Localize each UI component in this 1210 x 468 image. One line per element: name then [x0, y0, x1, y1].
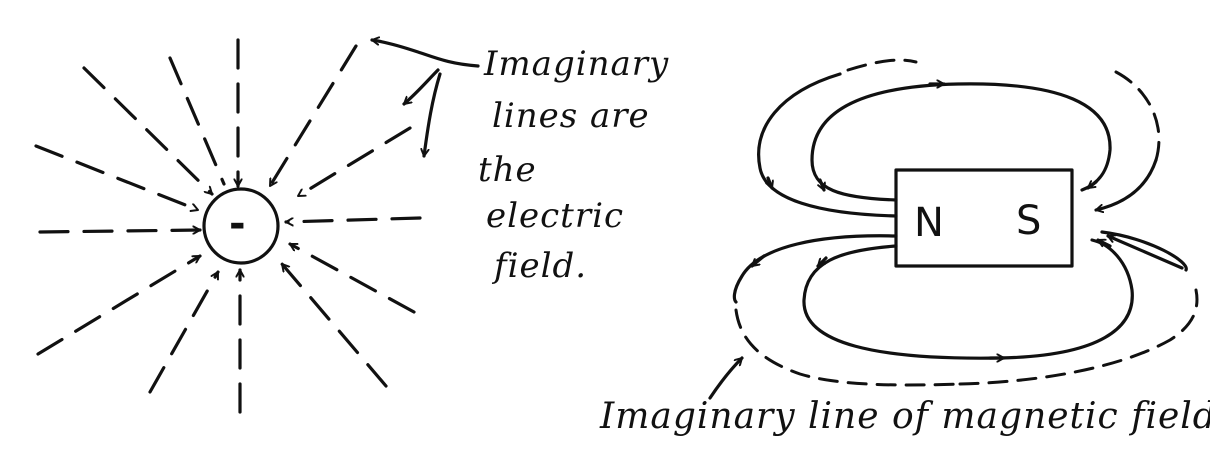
field-line-lower-right: [288, 242, 416, 314]
field-line-left: [38, 230, 202, 232]
field-line-upper-left: [82, 66, 214, 196]
electric-label-line-3: the: [478, 150, 537, 190]
bar-magnet: [894, 168, 1074, 268]
negative-charge: [202, 187, 280, 265]
electric-label-line-2: lines are: [492, 96, 650, 136]
field-line-lower-right-2: [280, 262, 388, 388]
field-line-upper-left-2: [34, 144, 200, 210]
electric-label-pointers: [370, 40, 480, 158]
field-line-lower-left-2: [148, 270, 220, 394]
magnetic-label-pointer: [708, 356, 744, 400]
outer-bottom-loop: [732, 234, 898, 304]
outer-top-loop: [757, 72, 898, 218]
charge-sign: -: [229, 201, 246, 247]
field-line-upper-left-3: [168, 56, 226, 186]
magnetic-field-label: Imaginary line of magnetic field.: [600, 396, 1210, 437]
field-line-upper-right: [268, 44, 358, 188]
inner-top-loop: [810, 82, 1112, 202]
north-pole-label: N: [914, 200, 944, 246]
inner-bottom-loop: [802, 238, 1134, 360]
electric-label-line-1: Imaginary: [484, 44, 670, 84]
magnetic-field-lines: [732, 58, 1199, 387]
field-line-right: [284, 216, 422, 222]
electric-field-lines: [34, 38, 422, 414]
field-line-upper-right-2: [296, 126, 412, 198]
electric-label-line-5: field.: [494, 246, 588, 286]
electric-label-line-4: electric: [486, 196, 624, 236]
field-line-lower-left: [36, 254, 202, 356]
south-pole-label: S: [1016, 198, 1042, 244]
